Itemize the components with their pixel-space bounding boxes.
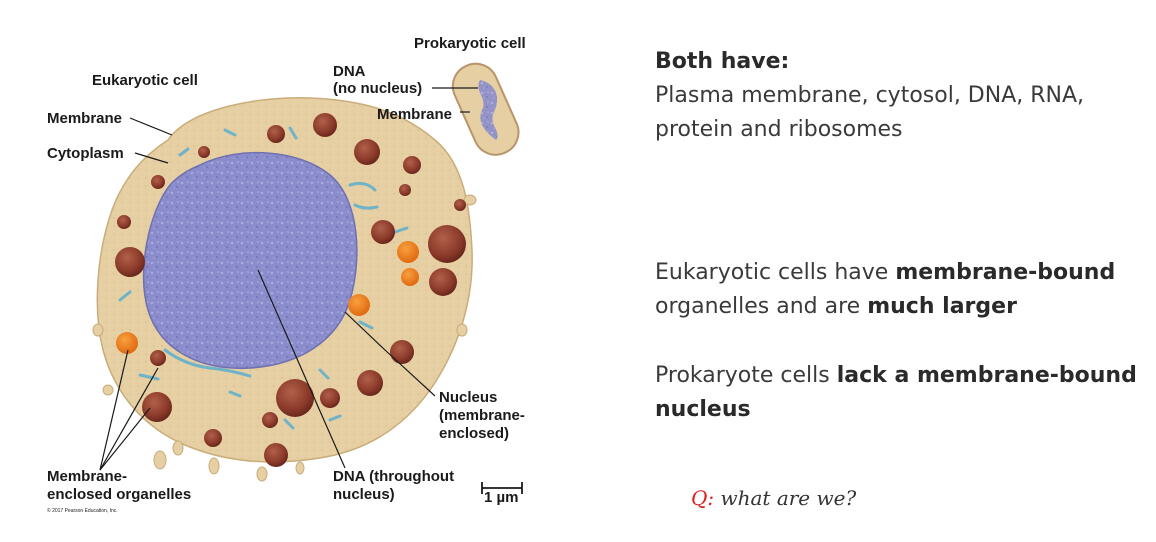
prokaryotic-dna	[478, 80, 498, 140]
euk-text1: Eukaryotic cells have	[655, 260, 896, 285]
label-nucleus: Nucleus	[439, 389, 497, 406]
cell-diagram: Prokaryotic cell Eukaryotic cell DNA (no…	[47, 35, 526, 514]
label-no-nucleus: (no nucleus)	[333, 80, 422, 97]
scale-bar: 1 µm	[481, 482, 523, 506]
orange-organelles	[116, 241, 419, 354]
both-have-line2: protein and ribosomes	[655, 117, 903, 142]
copyright: © 2017 Pearson Education, Inc.	[47, 507, 118, 514]
euk-bold2: much larger	[867, 294, 1017, 319]
pro-bold2: nucleus	[655, 397, 751, 422]
pro-bold1: lack a membrane-bound	[836, 363, 1137, 388]
er-fragments	[118, 126, 409, 430]
label-membrane-prokaryote: Membrane	[377, 106, 452, 123]
note-both-have: Both have: Plasma membrane, cytosol, DNA…	[655, 45, 1084, 147]
label-membrane-eukaryote: Membrane	[47, 110, 122, 127]
label-dna-throughout: DNA (throughout	[333, 468, 454, 485]
membrane-blebs	[92, 194, 477, 482]
label-dna: DNA	[333, 63, 366, 80]
label-membrane-enclosed: Membrane-	[47, 468, 127, 485]
euk-bold1: membrane-bound	[895, 260, 1116, 285]
pro-text1: Prokaryote cells	[655, 363, 837, 388]
label-eukaryotic-cell: Eukaryotic cell	[92, 72, 198, 89]
dark-organelles	[115, 113, 466, 467]
note-prokaryote: Prokaryote cells lack a membrane-bound n…	[655, 359, 1137, 427]
note-eukaryotic: Eukaryotic cells have membrane-bound org…	[655, 256, 1115, 324]
question-text: what are we?	[714, 486, 857, 510]
prokaryotic-cell	[451, 62, 520, 156]
both-have-line1: Plasma membrane, cytosol, DNA, RNA,	[655, 83, 1085, 108]
label-cytoplasm: Cytoplasm	[47, 145, 124, 162]
leader-lines	[99, 87, 478, 471]
scale-bar-label: 1 µm	[484, 489, 519, 506]
nucleus	[142, 151, 358, 370]
question: Q: what are we?	[691, 486, 856, 510]
label-nucleus-enclosed: enclosed)	[439, 425, 509, 442]
label-nucleus-membrane: (membrane-	[439, 407, 525, 424]
label-dna-nucleus: nucleus)	[333, 486, 395, 503]
euk-text2: organelles and are	[655, 294, 868, 319]
notes-panel: Both have: Plasma membrane, cytosol, DNA…	[655, 0, 1150, 542]
label-organelles: enclosed organelles	[47, 486, 191, 503]
both-have-heading: Both have:	[655, 49, 790, 74]
question-label: Q:	[691, 486, 715, 510]
label-prokaryotic-cell: Prokaryotic cell	[414, 35, 526, 52]
